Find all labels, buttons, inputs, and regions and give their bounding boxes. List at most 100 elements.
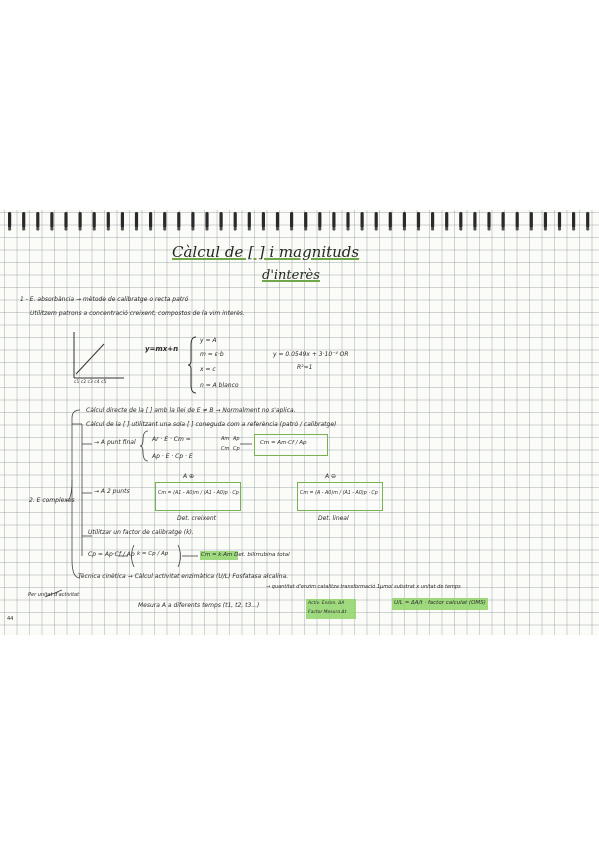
- spiral-ring: [304, 212, 308, 228]
- spiral-ring: [22, 212, 26, 228]
- spiral-hole: [360, 227, 364, 231]
- det-linear: Det. lineal: [318, 515, 349, 522]
- spiral-hole: [247, 227, 251, 231]
- spiral-ring: [261, 212, 265, 228]
- spiral-ring: [557, 212, 562, 228]
- spiral-hole: [8, 227, 12, 231]
- ratio-num-p: Ap: [233, 436, 240, 442]
- fit-equation: y = 0.0549x + 3·10⁻⁴ OR: [273, 351, 349, 358]
- activity-line2: Factor Mesura Δt: [308, 610, 347, 615]
- spiral-hole: [402, 227, 406, 231]
- section1-sub: Utilitzem patrons a concentració creixen…: [30, 310, 245, 317]
- spiral-ring: [431, 212, 435, 228]
- ratio-den-m: Cm: [221, 446, 230, 452]
- section1-heading: 1 - E. absorbància → mètode de calibratg…: [20, 296, 189, 303]
- spiral-hole: [92, 227, 96, 231]
- spiral-hole: [290, 227, 294, 231]
- spiral-ring: [332, 212, 336, 228]
- spiral-ring: [275, 212, 280, 228]
- ratio-den-p: Cp: [233, 446, 240, 452]
- spiral-hole: [219, 227, 223, 231]
- spiral-hole: [501, 227, 505, 231]
- spiral-ring: [360, 212, 364, 228]
- notebook-page: [0, 210, 599, 635]
- spiral-hole: [529, 227, 533, 231]
- page-subtitle: d'interès: [262, 268, 320, 283]
- spiral-hole: [78, 227, 82, 231]
- legend-x: x = c: [200, 366, 216, 373]
- calibration-graph: [73, 332, 124, 379]
- spiral-hole: [543, 227, 548, 231]
- spiral-ring: [586, 212, 590, 228]
- spiral-ring: [106, 212, 110, 228]
- k-equation: Cp = Ap·Cf / Ap: [88, 551, 135, 558]
- section2-line1: Càlcul directe de la [ ] amb la llei de …: [86, 407, 296, 414]
- spiral-hole: [233, 227, 237, 231]
- spiral-hole: [572, 227, 576, 231]
- spiral-hole: [64, 227, 68, 231]
- spiral-ring: [374, 212, 378, 228]
- formula-box-linear: [297, 482, 383, 511]
- spiral-ring: [177, 212, 181, 228]
- section2-line3: Utilitzar un factor de calibratge (k).: [88, 529, 194, 536]
- k-result-highlight: [200, 551, 238, 560]
- spiral-hole: [50, 227, 54, 231]
- spiral-ring: [191, 212, 195, 228]
- spiral-hole: [473, 227, 477, 231]
- spiral-ring: [149, 212, 153, 228]
- spiral-ring: [572, 212, 576, 228]
- bullet-final-point: → A punt final: [94, 439, 136, 446]
- section2-line5: → quantitat d'enzim catalitza transforma…: [266, 584, 461, 590]
- spiral-ring: [50, 212, 54, 228]
- label-decreasing: A ⊖: [325, 473, 337, 480]
- page-title: Càlcul de [ ] i magnituds: [172, 243, 360, 261]
- spiral-ring: [120, 212, 124, 228]
- spiral-ring: [290, 212, 294, 228]
- legend-y: y = A: [200, 337, 217, 344]
- spiral-ring: [92, 212, 96, 228]
- spiral-ring: [163, 212, 167, 228]
- legend-m: m = ε·b: [200, 351, 224, 358]
- spiral-ring: [445, 212, 449, 228]
- spiral-ring: [459, 212, 463, 228]
- formula-linear: Cm = (A - A0)m / (A1 - A0)p · Cp: [300, 491, 378, 496]
- spiral-ring: [64, 212, 68, 228]
- graph-xlabel: c1 c2 c3 c4 c5: [74, 380, 107, 385]
- spiral-hole: [445, 227, 449, 231]
- spiral-ring: [543, 212, 547, 228]
- legend-brace: [188, 336, 197, 394]
- spiral-hole: [149, 227, 153, 231]
- spiral-ring: [487, 212, 491, 228]
- spiral-ring: [416, 212, 421, 228]
- spiral-ring: [529, 212, 533, 228]
- spiral-ring: [318, 212, 322, 228]
- linear-equation: y=mx+n: [145, 345, 179, 353]
- spiral-hole: [22, 227, 26, 231]
- spiral-hole: [586, 227, 590, 231]
- k-parens: [131, 544, 181, 568]
- spiral-hole: [431, 227, 435, 231]
- spiral-ring: [78, 212, 82, 228]
- spiral-ring: [501, 212, 505, 228]
- formula-box-final-point: [254, 434, 328, 456]
- spiral-ring: [247, 212, 251, 228]
- spiral-ring: [233, 212, 237, 228]
- spiral-binding: [8, 212, 590, 231]
- spiral-hole: [557, 227, 562, 231]
- activity-highlight: [306, 599, 356, 619]
- section2-line4: Tècnica cinètica → Càlcul activitat enzi…: [78, 573, 289, 580]
- spiral-ring: [402, 212, 406, 228]
- spiral-ring: [36, 212, 40, 228]
- spiral-hole: [318, 227, 322, 231]
- spiral-hole: [332, 227, 336, 231]
- spiral-hole: [163, 227, 167, 231]
- page-number: 44: [7, 616, 14, 622]
- spiral-hole: [191, 227, 195, 231]
- spiral-hole: [36, 227, 40, 231]
- units-highlight: [392, 598, 488, 610]
- spiral-hole: [515, 227, 519, 231]
- fit-r2: R²≈1: [297, 364, 313, 371]
- spiral-hole: [346, 227, 350, 231]
- section2-line7: Mesura A a diferents temps (t1, t2, t3..…: [138, 602, 260, 609]
- spiral-ring: [134, 212, 139, 228]
